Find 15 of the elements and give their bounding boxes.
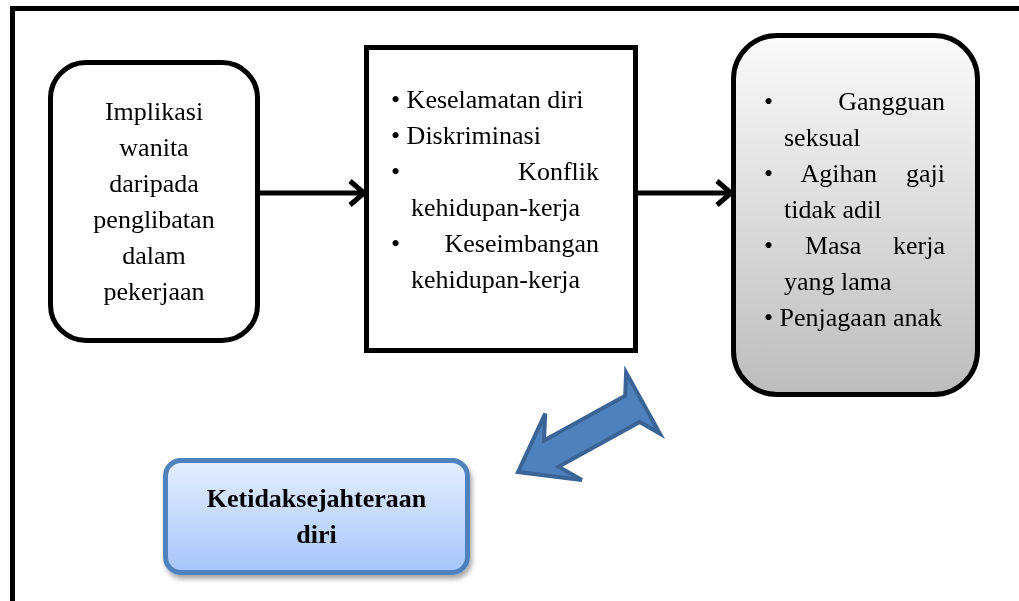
bullet-item: • Diskriminasi [391, 120, 542, 152]
block-arrow [515, 365, 666, 483]
box-label: Implikasi wanita daripada penglibatan dalam pekerjaan [92, 95, 216, 308]
result-box [163, 458, 470, 575]
bullet-item: • Agihan gaji tidak adil [764, 158, 945, 226]
rounded-box [731, 33, 980, 397]
bullet-item: • Gangguan seksual [764, 86, 945, 154]
box-label: Ketidaksejahteraan diri [206, 482, 427, 551]
bullet-item: • Keselamatan diri [391, 84, 585, 116]
process-box [364, 45, 638, 353]
bullet-item: • Penjagaan anak [764, 302, 944, 334]
rounded-box [48, 60, 260, 343]
bullet-item: • Konflik kehidupan-kerja [391, 156, 599, 224]
bullet-item: • Keseimbangan kehidupan-kerja [391, 228, 599, 296]
bullet-item: • Masa kerja yang lama [764, 230, 945, 298]
